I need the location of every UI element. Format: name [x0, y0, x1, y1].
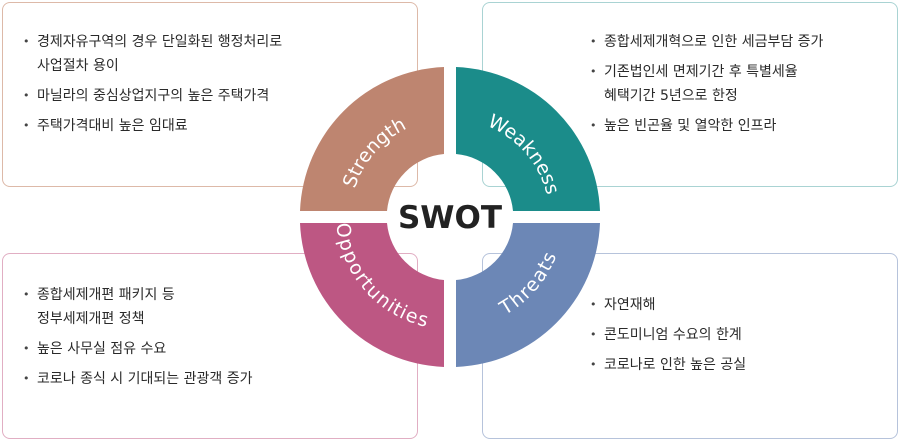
weakness-list: 종합세제개혁으로 인한 세금부담 증가 기존법인세 면제기간 후 특별세율 혜택…: [590, 30, 880, 144]
threats-item: 자연재해: [590, 293, 880, 317]
opportunities-item: 높은 사무실 점유 수요: [23, 337, 353, 361]
threats-item: 콘도미니엄 수요의 한계: [590, 323, 880, 347]
strength-item: 경제자유구역의 경우 단일화된 행정처리로 사업절차 용이: [23, 30, 353, 78]
strength-item: 마닐라의 중심상업지구의 높은 주택가격: [23, 84, 353, 108]
opportunities-item: 코로나 종식 시 기대되는 관광객 증가: [23, 367, 353, 391]
strength-list: 경제자유구역의 경우 단일화된 행정처리로 사업절차 용이 마닐라의 중심상업지…: [23, 30, 353, 144]
weakness-segment: [456, 67, 600, 211]
weakness-item: 기존법인세 면제기간 후 특별세율 혜택기간 5년으로 한정: [590, 60, 880, 108]
opportunities-list: 종합세제개편 패키지 등 정부세제개편 정책 높은 사무실 점유 수요 코로나 …: [23, 283, 353, 397]
threats-list: 자연재해 콘도미니엄 수요의 한계 코로나로 인한 높은 공실: [590, 293, 880, 383]
weakness-item: 높은 빈곤율 및 열악한 인프라: [590, 114, 880, 138]
center-title: SWOT: [398, 200, 502, 236]
strength-item: 주택가격대비 높은 임대료: [23, 114, 353, 138]
threats-segment: [456, 223, 600, 367]
threats-item: 코로나로 인한 높은 공실: [590, 353, 880, 377]
opportunities-item: 종합세제개편 패키지 등 정부세제개편 정책: [23, 283, 353, 331]
strength-segment: [300, 67, 444, 211]
opportunities-segment: [300, 223, 444, 367]
weakness-item: 종합세제개혁으로 인한 세금부담 증가: [590, 30, 880, 54]
